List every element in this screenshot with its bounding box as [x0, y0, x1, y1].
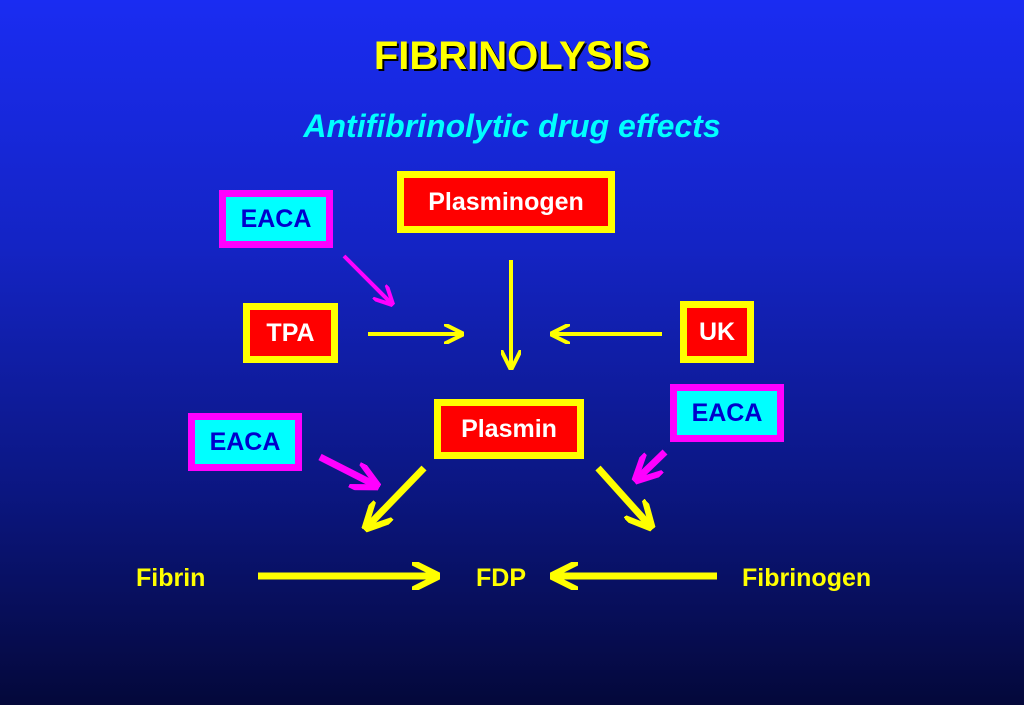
eaca-top-label: EACA [226, 197, 326, 241]
eaca-left-label: EACA [195, 420, 295, 464]
eaca-right-label: EACA [677, 391, 777, 435]
tpa-box: TPA [243, 303, 338, 363]
plasmin-label: Plasmin [441, 406, 577, 452]
eaca-right-inhibition-arrow [636, 449, 668, 480]
uk-label: UK [687, 308, 747, 356]
plasminogen-box: Plasminogen [397, 171, 615, 233]
eaca-top-inhibition-arrow [342, 254, 392, 304]
plasmin-to-fibrin-arrow [366, 465, 427, 528]
fdp-label: FDP [476, 564, 526, 592]
plasmin-to-fibrinogen-arrow [595, 465, 651, 527]
eaca-left-box: EACA [188, 413, 302, 471]
fibrinogen-label: Fibrinogen [742, 564, 872, 592]
eaca-left-inhibition-arrow [318, 453, 377, 486]
eaca-right-box: EACA [670, 384, 784, 442]
fibrin-label: Fibrin [136, 564, 206, 592]
eaca-top-box: EACA [219, 190, 333, 248]
slide-subtitle: Antifibrinolytic drug effects [303, 108, 721, 144]
plasmin-box: Plasmin [434, 399, 584, 459]
plasminogen-label: Plasminogen [404, 178, 608, 226]
slide-title: FIBRINOLYSIS [373, 34, 651, 78]
uk-box: UK [680, 301, 754, 363]
tpa-label: TPA [250, 310, 331, 356]
